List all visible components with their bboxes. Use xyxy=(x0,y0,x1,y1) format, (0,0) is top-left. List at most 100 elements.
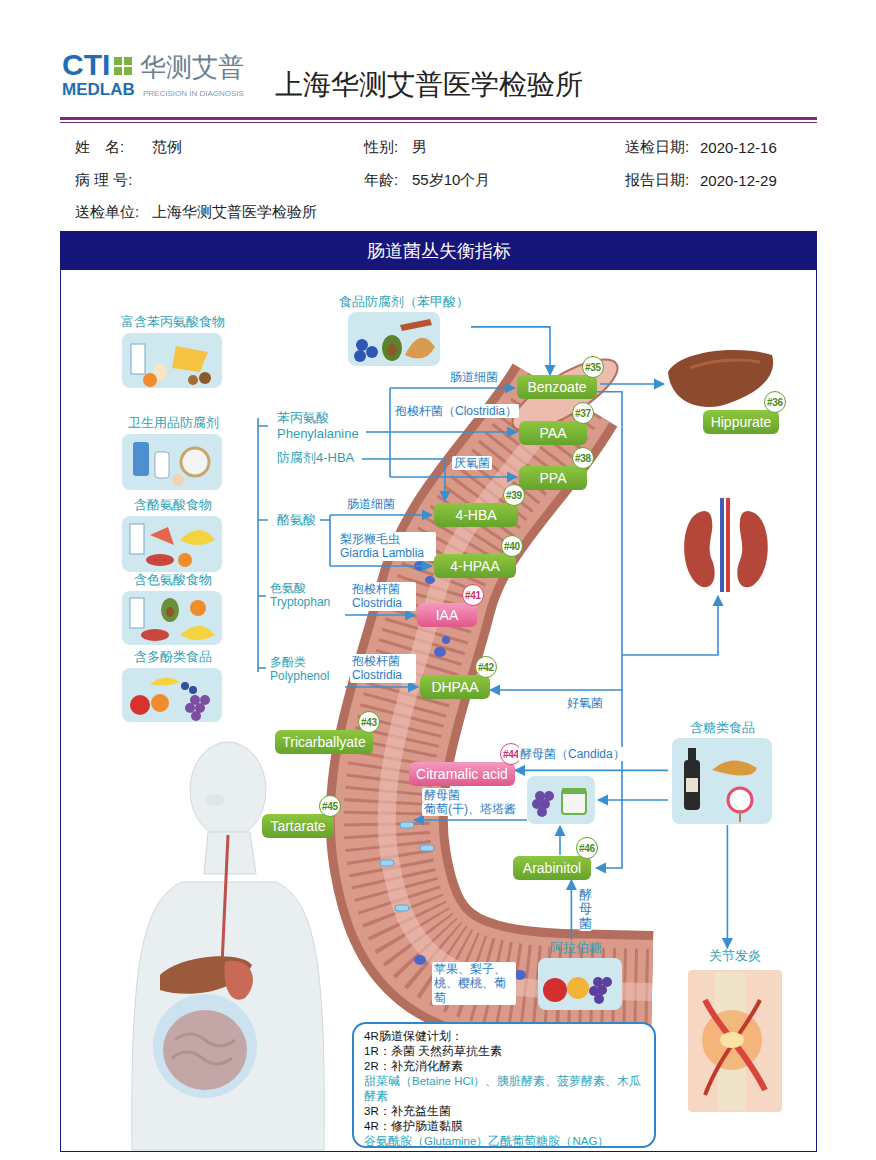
art-polygon xyxy=(172,346,208,372)
art-path xyxy=(387,395,652,992)
callout-number: #43 xyxy=(358,711,380,733)
text-label: 2020-12-29 xyxy=(700,172,777,190)
art-ellipse xyxy=(161,598,179,622)
text-label: 华测艾普 xyxy=(140,52,244,83)
callout-number: #42 xyxy=(475,656,497,678)
text-label: 肠道细菌 xyxy=(345,497,397,511)
connector-arrow xyxy=(727,825,729,948)
text-label: 色氨酸 Tryptophan xyxy=(270,581,340,610)
plan-line: 1R：杀菌 天然药草抗生素 xyxy=(364,1044,644,1059)
art-rect xyxy=(122,591,222,645)
plan-line: 2R：补充消化酵素 xyxy=(364,1059,644,1074)
art-path xyxy=(330,565,432,567)
text-label: 孢梭杆菌 Clostridia xyxy=(350,654,416,683)
art-ellipse xyxy=(205,794,225,806)
plan-box: 4R肠道保健计划：1R：杀菌 天然药草抗生素2R：补充消化酵素甜菜碱（Betai… xyxy=(352,1022,656,1148)
food-panel: 食品防腐剂（苯甲酸） xyxy=(337,294,471,367)
text-label: 酵母菌 xyxy=(422,788,462,802)
text-label: 上海华测艾普医学检验所 xyxy=(152,203,317,221)
art-g xyxy=(185,695,210,721)
art-rect xyxy=(420,845,434,851)
header-rule xyxy=(60,117,817,123)
metabolite-name: Arabinitol xyxy=(523,856,581,880)
metabolite-pill: Tricarballyate#43 xyxy=(275,730,373,754)
text-label: 上海华测艾普医学检验所 xyxy=(275,68,583,102)
art-rect xyxy=(60,117,817,120)
food-panel: 含酪氨酸食物 xyxy=(110,497,236,573)
text-label: MEDLAB xyxy=(62,80,135,100)
art-circle xyxy=(190,600,206,616)
art-circle xyxy=(130,695,150,715)
plan-line: 4R肠道保健计划： xyxy=(364,1029,644,1044)
art-path xyxy=(690,360,760,368)
text-label: 葡萄(干)、塔塔酱 xyxy=(422,802,518,816)
art-path xyxy=(320,519,330,521)
panel-heading: 含色氨酸食物 xyxy=(110,572,236,588)
metabolite-pill: Arabinitol#46 xyxy=(513,856,591,880)
art-ellipse xyxy=(166,607,174,617)
art-path xyxy=(668,350,773,407)
art-ellipse xyxy=(387,344,397,356)
art-rect xyxy=(130,524,144,554)
art-circle xyxy=(366,346,378,358)
text-label: 性别: xyxy=(364,138,398,156)
art-path xyxy=(258,426,268,668)
art-path xyxy=(257,418,259,672)
art-path xyxy=(345,686,418,688)
art-ellipse xyxy=(720,1032,744,1048)
art-rect xyxy=(562,788,586,794)
art-g xyxy=(380,822,434,911)
art-rect xyxy=(739,810,741,822)
metabolite-name: Citramalic acid xyxy=(416,762,508,786)
art-circle xyxy=(172,474,184,486)
art-ellipse xyxy=(382,335,402,361)
art-path xyxy=(390,476,517,478)
food-panel: 富含苯丙氨酸食物 xyxy=(110,314,236,389)
metabolite-pill: Tartarate#45 xyxy=(262,814,334,838)
text-label: 酪氨酸 xyxy=(277,512,316,528)
metabolite-name: 4-HBA xyxy=(455,503,496,527)
art-rect xyxy=(155,452,169,478)
food-panel: 含多酚类食品 xyxy=(110,649,236,723)
callout-number: #36 xyxy=(764,391,786,413)
art-ellipse xyxy=(141,629,169,641)
art-path xyxy=(405,338,435,359)
art-path xyxy=(400,319,432,331)
art-g xyxy=(181,682,197,694)
text-label: PRECISION IN DIAGNOSIS xyxy=(143,89,244,99)
art-rect xyxy=(124,67,132,75)
art-rect xyxy=(684,760,700,810)
panel-heading: 关节发炎 xyxy=(684,948,786,964)
art-ellipse xyxy=(414,955,426,965)
text-label: 梨形鞭毛虫 Giardia Lamblia xyxy=(338,532,436,561)
art-g xyxy=(589,977,612,1004)
art-rect xyxy=(114,67,122,75)
metabolite-name: PAA xyxy=(540,421,567,445)
art-path xyxy=(622,596,718,655)
metabolite-pill: DHPAA#42 xyxy=(420,675,490,699)
food-panels xyxy=(122,312,772,1010)
art-path xyxy=(726,498,730,592)
food-panel: 关节发炎 xyxy=(684,948,786,1114)
plan-line: 4R：修护肠道黏膜 xyxy=(364,1119,644,1134)
text-label: 病 理 号: xyxy=(75,171,133,189)
art-path xyxy=(329,515,331,566)
art-path xyxy=(390,431,517,433)
metabolite-pill: IAA#41 xyxy=(417,603,477,627)
art-circle xyxy=(143,373,157,387)
text-label: 孢梭杆菌 Clostridia xyxy=(350,582,416,611)
edge-label: 好氧菌 xyxy=(565,696,605,710)
text-label: 孢梭杆菌（Clostridia） xyxy=(393,404,519,418)
plan-line: 甜菜碱（Betaine HCl）、胰脏酵素、菠萝酵素、木瓜酵素 xyxy=(364,1074,644,1104)
title-band: 肠道菌丛失衡指标 xyxy=(60,231,817,270)
art-path xyxy=(345,614,415,616)
metabolite-name: 4-HPAA xyxy=(450,554,500,578)
art-path xyxy=(598,799,668,801)
pathway-lines xyxy=(258,384,718,868)
food-panel: 阿拉伯糖 xyxy=(530,940,622,1012)
text-label: 姓 名: xyxy=(75,138,124,156)
art-circle xyxy=(189,686,197,694)
callout-number: #45 xyxy=(319,795,341,817)
panel-heading: 阿拉伯糖 xyxy=(530,940,622,956)
art-rect xyxy=(114,57,122,65)
